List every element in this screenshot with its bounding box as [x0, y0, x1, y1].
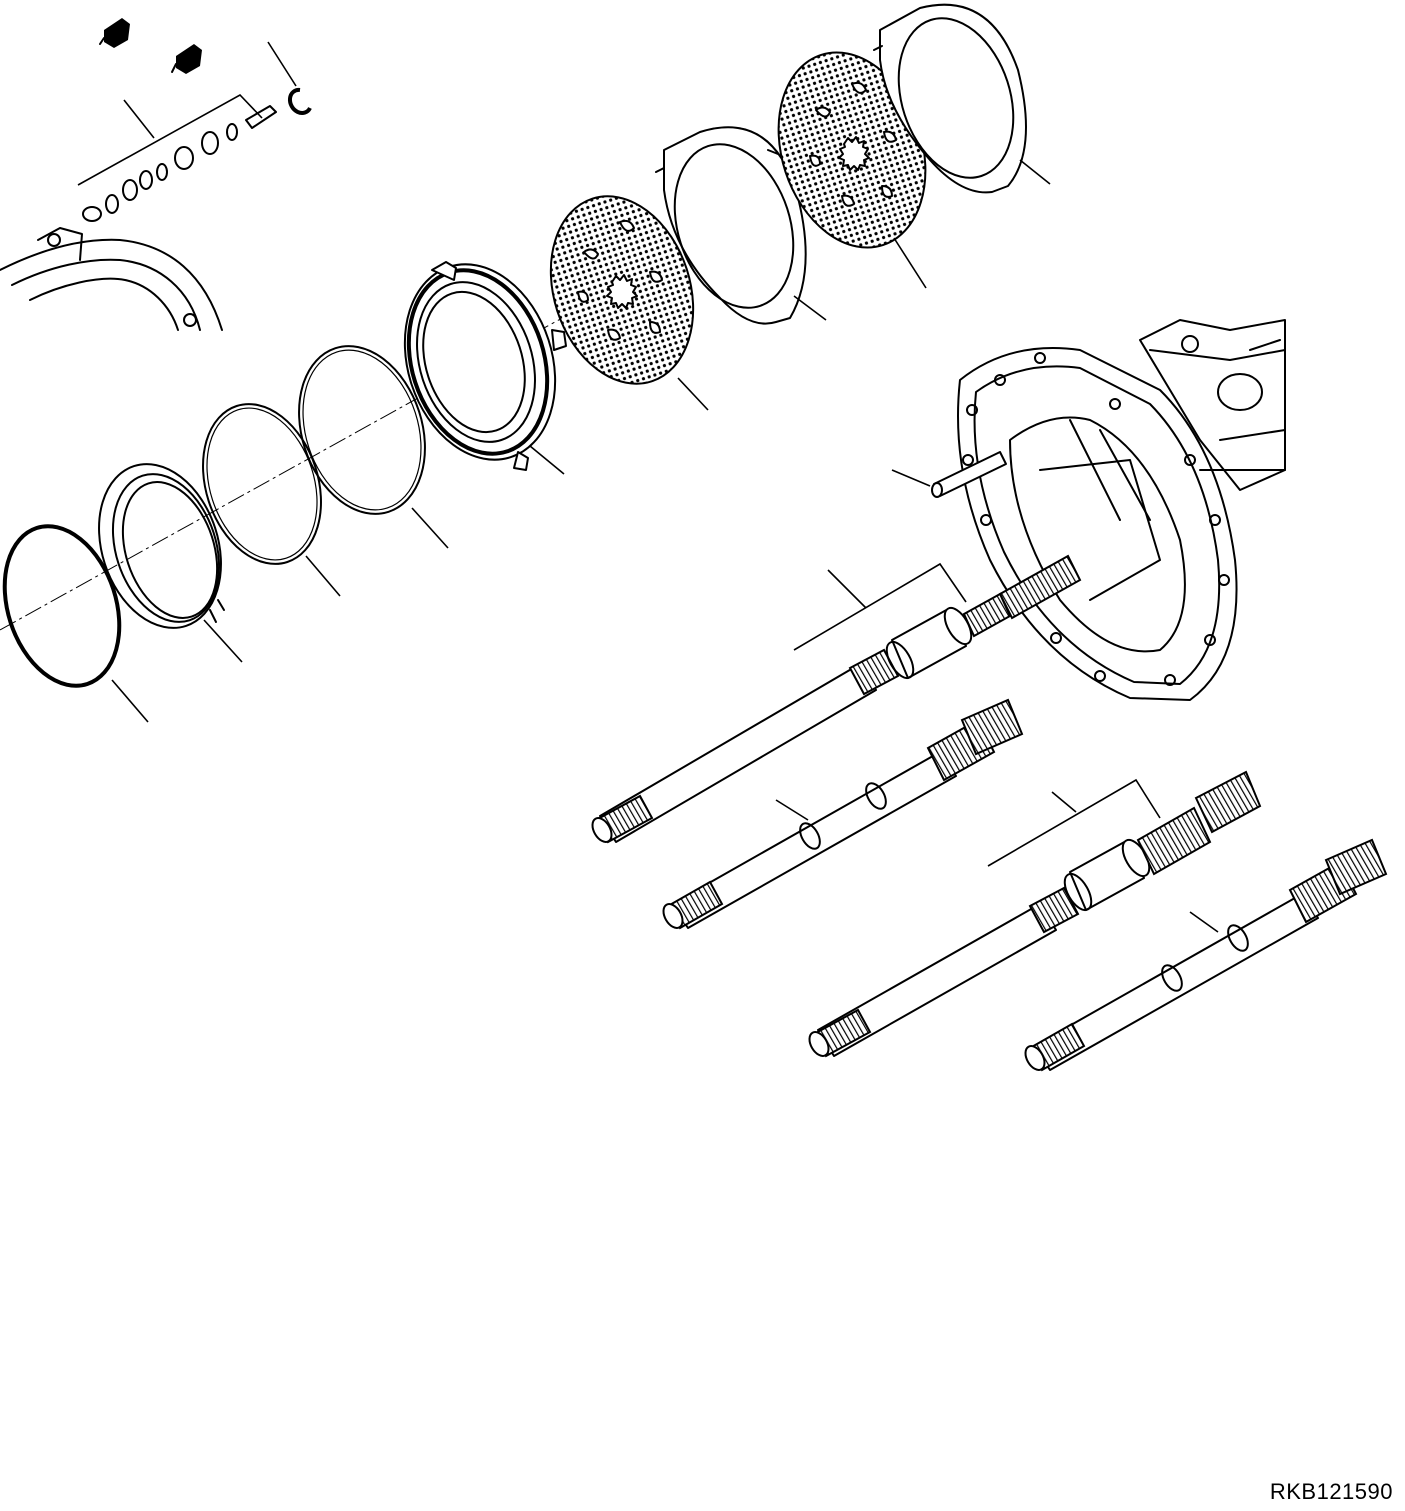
leader-piston-ring: [203, 619, 243, 663]
piston-ring[interactable]: [79, 448, 241, 644]
friction-disc-2[interactable]: [755, 33, 950, 266]
o-ring-medium-2[interactable]: [278, 330, 445, 531]
axle-housing-fragment: [0, 227, 223, 331]
valve-kit[interactable]: [82, 105, 277, 222]
snap-ring-small[interactable]: [288, 87, 312, 115]
leader-shaft-2: [775, 799, 809, 821]
leader-shaft-assembly-1: [793, 562, 967, 651]
leader-friction-disc-1: [677, 377, 709, 411]
o-ring-large[interactable]: [0, 511, 139, 700]
axle-shaft-4[interactable]: [1022, 838, 1388, 1073]
leader-shaft-assembly-3: [987, 778, 1161, 867]
dowel-pin[interactable]: [931, 451, 1007, 498]
leader-o-ring-medium-2: [411, 507, 449, 549]
o-ring-medium-1[interactable]: [183, 389, 340, 580]
axle-shaft-assembly-1[interactable]: [589, 604, 977, 846]
axle-shaft-assembly-3[interactable]: [806, 770, 1262, 1059]
figure-reference-code: RKB121590: [1269, 1479, 1393, 1504]
leader-shaft-assembly-3-tag: [1051, 791, 1077, 813]
leader-o-ring-large: [111, 679, 149, 723]
leader-o-ring-medium-1: [305, 555, 341, 597]
steel-plate-2[interactable]: [873, 3, 1033, 194]
bleeder-screw-1[interactable]: [99, 18, 130, 48]
leader-shaft-4: [1189, 911, 1219, 933]
axle-shaft-2[interactable]: [660, 698, 1024, 931]
leader-steel-plate-2: [1019, 159, 1051, 185]
friction-disc-1[interactable]: [528, 178, 717, 403]
leader-steel-plate-1: [793, 295, 827, 321]
leader-friction-disc-2: [893, 237, 927, 289]
leader-brake-piston: [529, 445, 565, 475]
leader-snap-ring: [267, 41, 297, 87]
bleeder-screw-2[interactable]: [171, 44, 202, 74]
leader-shaft-assembly-1-tag: [827, 569, 867, 609]
centerline: [0, 74, 1001, 631]
leader-valve-kit: [77, 94, 263, 186]
leader-valve-kit-tag: [123, 99, 155, 139]
axle-housing[interactable]: [957, 319, 1286, 701]
leader-dowel-pin: [891, 469, 931, 487]
brake-piston[interactable]: [381, 245, 580, 480]
steel-plate-1[interactable]: [655, 126, 813, 325]
